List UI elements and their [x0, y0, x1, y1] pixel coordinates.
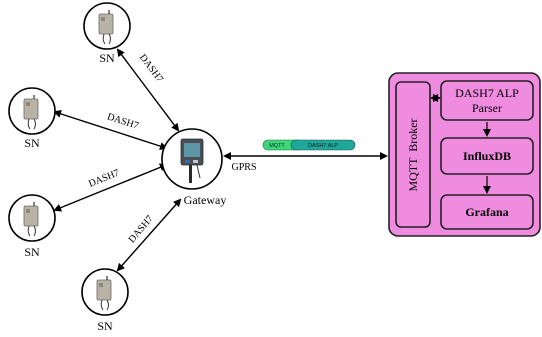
- sensor-node-bottom: SN: [81, 268, 129, 333]
- sensor-node-top: SN: [83, 2, 131, 65]
- gprs-label: GPRS: [231, 162, 256, 173]
- link-sn-top: [116, 48, 180, 132]
- gateway-node: Gateway: [161, 128, 227, 207]
- protocol-badge: MQTT DASH7 ALP: [262, 139, 356, 151]
- parser-label-line1: DASH7 ALP: [455, 86, 519, 100]
- dash7-alp-badge-text: DASH7 ALP: [308, 143, 338, 149]
- backend-cluster: MQTT Broker DASH7 ALP Parser InfluxDB Gr…: [388, 72, 541, 237]
- gateway-device-icon: [180, 138, 204, 183]
- influxdb-label: InfluxDB: [463, 149, 511, 163]
- dash7-alp-badge: [290, 139, 356, 151]
- sensor-node-upper-left: SN: [8, 87, 56, 150]
- dash7-label-upper-left: DASH7: [106, 111, 140, 131]
- sensor-node-label: SN: [24, 136, 40, 150]
- grafana-label: Grafana: [465, 205, 508, 219]
- mqtt-broker-label: MQTT Broker: [406, 118, 420, 191]
- sensor-node-lower-left: SN: [8, 194, 56, 259]
- grafana-box: Grafana: [440, 194, 534, 230]
- gateway-label: Gateway: [184, 193, 227, 207]
- link-sn-bottom: [116, 198, 182, 272]
- dash7-links: [53, 48, 182, 272]
- parser-label-line2: Parser: [472, 101, 502, 115]
- influxdb-box: InfluxDB: [440, 137, 534, 175]
- dash7-labels: DASH7 DASH7 DASH7 DASH7: [87, 52, 165, 245]
- sensor-node-label: SN: [97, 319, 113, 333]
- parser-box: DASH7 ALP Parser: [440, 80, 534, 121]
- mqtt-broker-box: MQTT Broker: [395, 81, 431, 228]
- mqtt-badge-text: MQTT: [269, 143, 285, 149]
- link-sn-lower-left: [53, 163, 168, 212]
- dash7-label-lower-left: DASH7: [87, 168, 121, 190]
- link-sn-upper-left: [53, 110, 168, 150]
- sensor-node-label: SN: [24, 245, 40, 259]
- gprs-uplink: GPRS MQTT DASH7 ALP: [223, 139, 388, 173]
- dash7-label-bottom: DASH7: [127, 214, 156, 246]
- sensor-node-label: SN: [99, 51, 115, 65]
